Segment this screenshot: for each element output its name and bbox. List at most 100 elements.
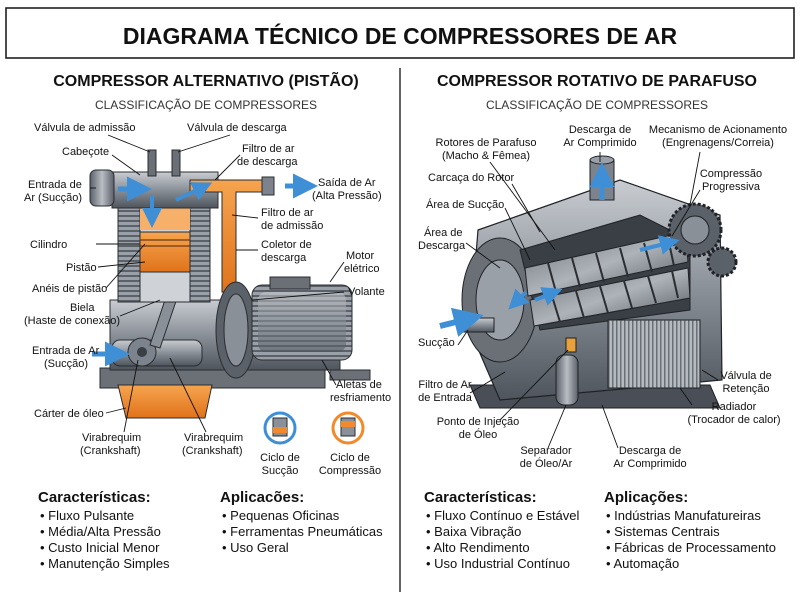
label-progressive-1: Compressão <box>700 168 762 180</box>
page-title: DIAGRAMA TÉCNICO DE COMPRESSORES DE AR <box>123 22 678 49</box>
left-leader-lines <box>90 134 345 433</box>
compression-cycle-icon <box>331 411 365 445</box>
label-electric-motor-2: elétrico <box>344 263 379 275</box>
top-discharge-flange <box>589 155 615 165</box>
right-characteristics-item: • Alto Rendimento <box>426 540 530 555</box>
label-intake-filter-1: Filtro de ar <box>261 207 314 219</box>
left-characteristics: Características: • Fluxo Pulsante • Médi… <box>38 489 170 571</box>
right-heading: COMPRESSOR ROTATIVO DE PARAFUSO <box>437 73 757 90</box>
motor-terminal-box <box>269 276 311 290</box>
label-rod-1: Biela <box>70 302 95 314</box>
left-applications-heading: Aplicacões: <box>220 489 304 506</box>
label-suction-area: Área de Sucção <box>426 198 504 211</box>
left-labels: Válvula de admissão Válvula de descarga … <box>24 122 391 477</box>
discharge-flow-arrow <box>175 182 213 202</box>
label-drive-1: Mecanismo de Acionamento <box>649 124 787 136</box>
left-applications-item: • Pequenas Oficinas <box>222 508 340 523</box>
discharge-valve <box>171 149 181 177</box>
label-cooling-fins-1: Aletas de <box>336 379 382 391</box>
label-drive-2: (Engrenagens/Correia) <box>662 137 774 149</box>
label-discharge-area-2: Descarga <box>418 240 466 252</box>
right-characteristics-item: • Baixa Vibração <box>426 524 521 539</box>
left-characteristics-heading: Características: <box>38 489 151 506</box>
label-piston-rings: Anéis de pistão <box>32 283 107 295</box>
left-panel: COMPRESSOR ALTERNATIVO (PISTÃO) CLASSIFI… <box>24 70 391 571</box>
right-applications-item: • Fábricas de Processamento <box>606 540 776 555</box>
piston-compressor-illustration <box>89 149 371 445</box>
suction-arrow <box>439 307 484 337</box>
label-flywheel: Volante <box>348 286 385 298</box>
outlet-coupling <box>261 176 275 196</box>
left-applications-item: • Ferramentas Pneumáticas <box>222 524 383 539</box>
right-characteristics-item: • Fluxo Contínuo e Estável <box>426 508 580 523</box>
label-compression-cycle-2: Compressão <box>319 465 381 477</box>
label-separator-1: Separador <box>520 445 572 457</box>
compression-chamber <box>140 208 190 230</box>
left-characteristics-item: • Custo Inicial Menor <box>40 540 160 555</box>
left-applications: Aplicacões: • Pequenas Oficinas • Ferram… <box>220 489 383 555</box>
left-subheading: CLASSIFICAÇÃO DE COMPRESSORES <box>95 98 317 112</box>
label-air-inlet-bottom-1: Entrada de Ar <box>32 345 100 357</box>
radiator <box>607 319 701 389</box>
piston <box>139 231 191 273</box>
label-discharge-filter-1: Filtro de ar <box>242 143 295 155</box>
right-applications: Aplicações: • Indústrias Manufatureiras … <box>604 489 776 571</box>
label-crankshaft-b-2: (Crankshaft) <box>182 445 243 457</box>
label-discharge-bottom-2: Ar Comprimido <box>613 458 686 470</box>
label-separator-2: de Óleo/Ar <box>520 457 573 470</box>
label-cooling-fins-2: resfriamento <box>330 392 391 404</box>
title-frame <box>5 7 795 59</box>
right-applications-item: • Automação <box>606 556 679 571</box>
suction-cycle-icon <box>263 411 297 445</box>
label-cylinder: Cilindro <box>30 239 67 251</box>
label-discharge-area-1: Área de <box>424 226 463 239</box>
label-inlet-filter-2: de Entrada <box>418 392 473 404</box>
drive-gear-small <box>706 246 738 278</box>
right-panel: COMPRESSOR ROTATIVO DE PARAFUSO CLASSIFI… <box>418 73 787 571</box>
label-discharge-manifold-1: Coletor de <box>261 239 312 251</box>
right-applications-item: • Indústrias Manufatureiras <box>606 508 761 523</box>
label-air-inlet-top-2: Ar (Sucção) <box>24 192 82 204</box>
label-air-inlet-bottom-2: (Sucção) <box>44 358 88 370</box>
label-inlet-filter-1: Filtro de Ar <box>418 379 472 391</box>
label-crankshaft-b-1: Virabrequim <box>184 432 243 444</box>
label-check-valve-2: Retenção <box>722 383 769 395</box>
label-discharge-top-2: Ar Comprimido <box>563 137 636 149</box>
right-labels: Rotores de Parafuso (Macho & Fêmea) Desc… <box>418 124 787 470</box>
left-characteristics-item: • Média/Alta Pressão <box>40 524 161 539</box>
drive-gear-hub <box>680 215 710 245</box>
label-oil-injection-1: Ponto de Injeção <box>437 416 520 428</box>
progressive-arrow <box>639 235 680 255</box>
right-characteristics: Características: • Fluxo Contínuo e Está… <box>424 489 580 571</box>
label-discharge-bottom-1: Descarga de <box>619 445 681 457</box>
label-discharge-top-1: Descarga de <box>569 124 631 136</box>
label-screw-rotors-1: Rotores de Parafuso <box>436 137 537 149</box>
label-crankshaft-a-1: Virabrequim <box>82 432 141 444</box>
crank-pin <box>137 347 147 357</box>
right-applications-heading: Aplicações: <box>604 489 688 506</box>
motor-shell <box>258 292 346 352</box>
label-oil-sump: Cárter de óleo <box>34 408 104 420</box>
oil-injection-point <box>565 337 577 353</box>
oil-separator <box>555 354 579 406</box>
label-suction-cycle-1: Ciclo de <box>260 452 300 464</box>
label-crankshaft-a-2: (Crankshaft) <box>80 445 141 457</box>
label-air-inlet-top-1: Entrada de <box>28 179 82 191</box>
right-characteristics-item: • Uso Industrial Contínuo <box>426 556 570 571</box>
left-applications-item: • Uso Geral <box>222 540 289 555</box>
label-air-outlet-1: Saída de Ar <box>318 177 376 189</box>
label-progressive-2: Progressiva <box>702 181 761 193</box>
right-applications-item: • Sistemas Centrais <box>606 524 720 539</box>
label-check-valve-1: Válvula de <box>720 370 771 382</box>
label-intake-filter-2: de admissão <box>261 220 323 232</box>
right-leader-lines <box>457 151 719 449</box>
label-suction: Sucção <box>418 337 455 349</box>
label-radiator-1: Radiador <box>712 401 757 413</box>
label-intake-valve: Válvula de admissão <box>34 122 136 134</box>
left-heading: COMPRESSOR ALTERNATIVO (PISTÃO) <box>53 70 358 90</box>
label-piston: Pistão <box>66 262 97 274</box>
left-characteristics-item: • Manutenção Simples <box>40 556 170 571</box>
intake-valve <box>147 149 157 177</box>
